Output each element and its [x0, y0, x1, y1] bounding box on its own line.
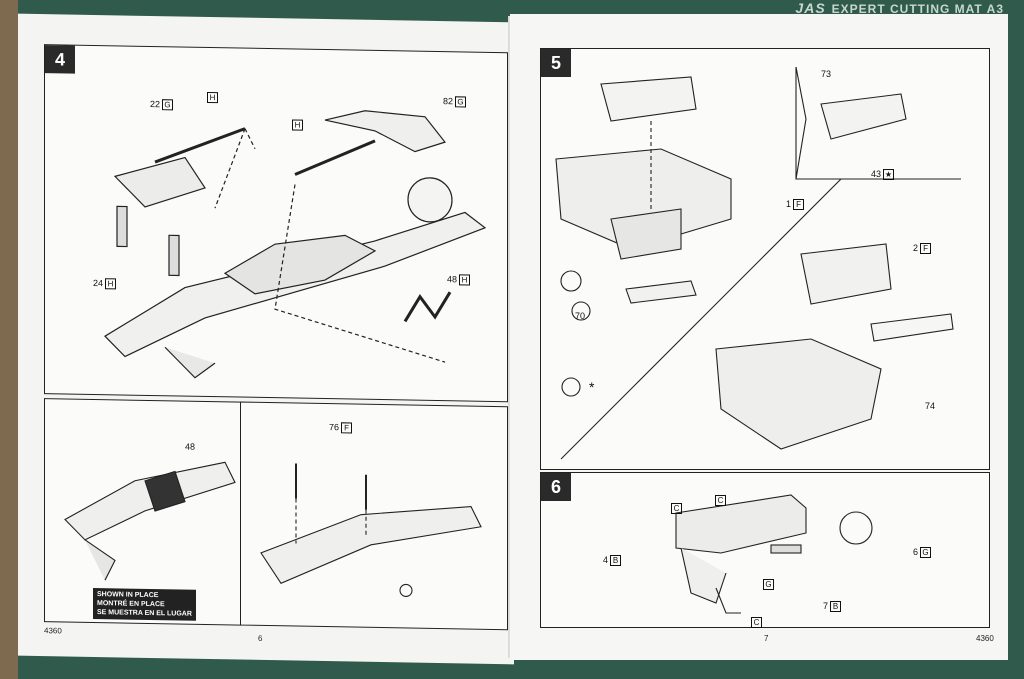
sprue-c-label-2: C	[713, 495, 726, 506]
mat-title: EXPERT CUTTING MAT A3	[831, 2, 1004, 16]
sprue-f-box: F	[341, 422, 353, 434]
sprue-g-label: G	[761, 579, 774, 590]
right-page-number: 7	[764, 634, 769, 643]
sprue-c-box: C	[715, 495, 726, 506]
left-page-number: 6	[258, 633, 263, 643]
sprue-c-label-1: C	[669, 503, 682, 514]
part-43-number: 43	[871, 169, 882, 179]
sprue-c-label-3: C	[749, 617, 762, 628]
sprue-c-box: C	[751, 617, 762, 628]
cutting-mat-header: JAS EXPERT CUTTING MAT A3	[795, 0, 1004, 16]
console-exploded-diagram	[555, 66, 961, 460]
part-22-number: 22	[150, 98, 161, 110]
sprue-h-box: H	[105, 278, 117, 290]
asterisk-mark: *	[589, 379, 595, 395]
sprue-g-box: G	[763, 579, 774, 590]
sprue-h-box: H	[292, 119, 303, 131]
sprue-g-box: G	[162, 99, 174, 111]
sprue-g-box: G	[455, 96, 467, 108]
sprue-f-box: F	[920, 243, 932, 254]
step-5-badge: 5	[541, 49, 571, 77]
sprue-c-box: C	[671, 503, 682, 514]
step-6-badge: 6	[541, 473, 571, 501]
sprue-h-label-1: H	[205, 91, 218, 104]
sprue-b-box: B	[610, 555, 622, 566]
part-48-number: 48	[447, 274, 458, 285]
part-76-number: 76	[329, 422, 340, 433]
sprue-h-box: H	[207, 91, 218, 104]
part-1-number: 1	[786, 199, 792, 209]
part-48-in-place-diagram	[64, 461, 236, 581]
part-48-detail-label: 48	[185, 441, 196, 452]
part-70-label: 70	[575, 311, 586, 321]
dashboard-diagram	[675, 494, 873, 614]
shown-in-place-panel: 48 SHOWN IN PLACE MONTRÉ EN PLACE SE MUE…	[44, 398, 242, 626]
part-74-label: 74	[925, 401, 936, 411]
part-2-number: 2	[913, 243, 919, 253]
sprue-f-box: F	[793, 199, 805, 210]
part-6-number: 6	[913, 547, 919, 557]
part-82-number: 82	[443, 96, 454, 107]
sprue-h-label-2: H	[290, 119, 303, 131]
caption-es: SE MUESTRA EN EL LUGAR	[97, 609, 192, 618]
part-73-label: 73	[821, 69, 832, 79]
mat-brand: JAS	[795, 0, 826, 16]
part-7-number: 7	[823, 601, 829, 611]
sprue-h-box: H	[459, 274, 471, 286]
star-box: ★	[883, 169, 895, 180]
table-edge	[0, 0, 18, 679]
part-4-number: 4	[603, 555, 609, 565]
left-footer-code: 4360	[44, 626, 62, 636]
sprue-g-box: G	[920, 547, 932, 558]
right-footer-code: 4360	[976, 634, 994, 643]
part-24-number: 24	[93, 277, 104, 289]
part-76-diagram	[260, 463, 482, 597]
part-43-label: 43★	[871, 169, 895, 180]
shown-in-place-caption: SHOWN IN PLACE MONTRÉ EN PLACE SE MUESTR…	[93, 587, 196, 621]
chassis-exploded-diagram	[104, 110, 487, 379]
sprue-b-box: B	[830, 601, 842, 612]
